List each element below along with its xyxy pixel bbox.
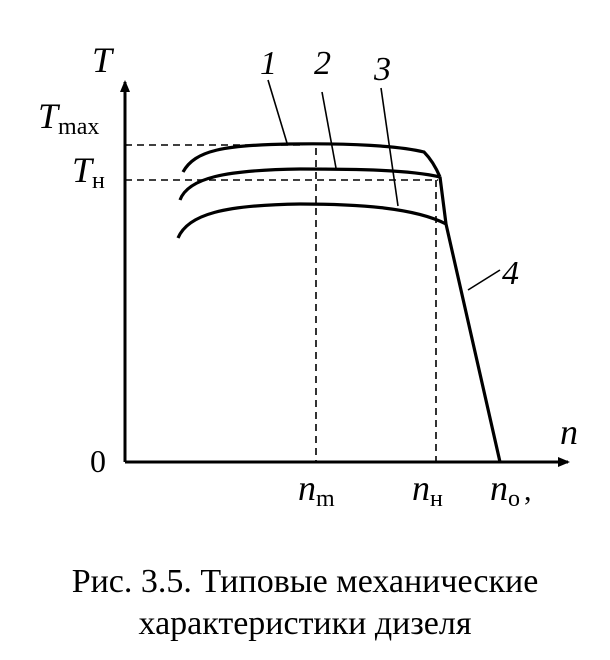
curve-1 [181, 142, 442, 178]
curve-4-leader [467, 269, 501, 291]
curve-3 [176, 202, 447, 239]
curve-3-label: 3 [373, 51, 391, 88]
curve-3-leader [380, 87, 399, 207]
y-axis-label: T [92, 40, 115, 80]
curve-2-leader [321, 91, 337, 169]
figure-caption-line-2: характеристики дизеля [138, 605, 472, 642]
nnom-label: nн [412, 468, 443, 512]
tnom-label: Tн [72, 150, 105, 194]
curve-1-leader [267, 79, 288, 144]
x-axis-label: n [560, 412, 578, 452]
curve-4 [438, 176, 502, 463]
origin-label: 0 [90, 443, 106, 479]
figure-caption-line-1: Рис. 3.5. Типовые механические [71, 563, 539, 600]
curve-2 [178, 167, 441, 201]
tmax-label: Tmax [38, 96, 99, 140]
curve-1-label: 1 [260, 45, 277, 82]
n0-label: nо, [490, 468, 532, 512]
curve-4-label: 4 [502, 255, 519, 292]
nm-label: nm [298, 468, 335, 512]
curve-2-label: 2 [314, 45, 331, 82]
